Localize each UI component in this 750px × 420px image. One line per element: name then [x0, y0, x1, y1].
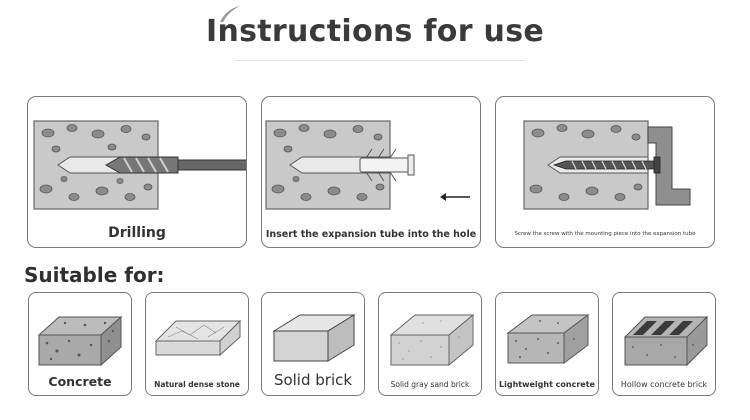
- material-card-hollow-concrete-brick: Hollow concrete brick: [612, 292, 716, 396]
- title-underline: [235, 60, 525, 61]
- step-card-screw: Screw the screw with the mounting piece …: [495, 96, 715, 248]
- material-card-sand-brick: Solid gray sand brick: [378, 292, 482, 396]
- material-label: Lightweight concrete: [499, 380, 595, 389]
- natural-stone-block-icon: [154, 319, 242, 357]
- screw-mounting-icon: [523, 120, 691, 210]
- drilling-icon: [33, 120, 246, 210]
- step-card-drilling: Drilling: [27, 96, 247, 248]
- material-label: Solid brick: [273, 371, 353, 389]
- material-card-natural-stone: Natural dense stone: [145, 292, 249, 396]
- material-label: Natural dense stone: [154, 380, 240, 389]
- step-caption: Drilling: [108, 225, 166, 241]
- step-caption: Screw the screw with the mounting piece …: [514, 231, 696, 237]
- step-caption: Insert the expansion tube into the hole: [265, 229, 477, 240]
- lightweight-concrete-icon: [506, 314, 590, 364]
- sand-brick-icon: [389, 313, 475, 367]
- material-label: Solid gray sand brick: [390, 380, 470, 389]
- material-label: Hollow concrete brick: [620, 380, 708, 389]
- insert-expansion-tube-icon: [265, 120, 470, 210]
- hollow-concrete-brick-icon: [623, 315, 709, 367]
- suitable-heading: Suitable for:: [24, 263, 165, 287]
- step-card-insert-tube: Insert the expansion tube into the hole: [261, 96, 481, 248]
- material-card-solid-brick: Solid brick: [261, 292, 365, 396]
- brush-stroke-icon: [220, 6, 240, 22]
- concrete-block-icon: [37, 315, 123, 367]
- material-label: Concrete: [48, 374, 112, 389]
- page-title: Instructions for use: [205, 14, 544, 49]
- material-card-concrete: Concrete: [28, 292, 132, 396]
- solid-brick-icon: [272, 314, 356, 362]
- material-card-lightweight-concrete: Lightweight concrete: [495, 292, 599, 396]
